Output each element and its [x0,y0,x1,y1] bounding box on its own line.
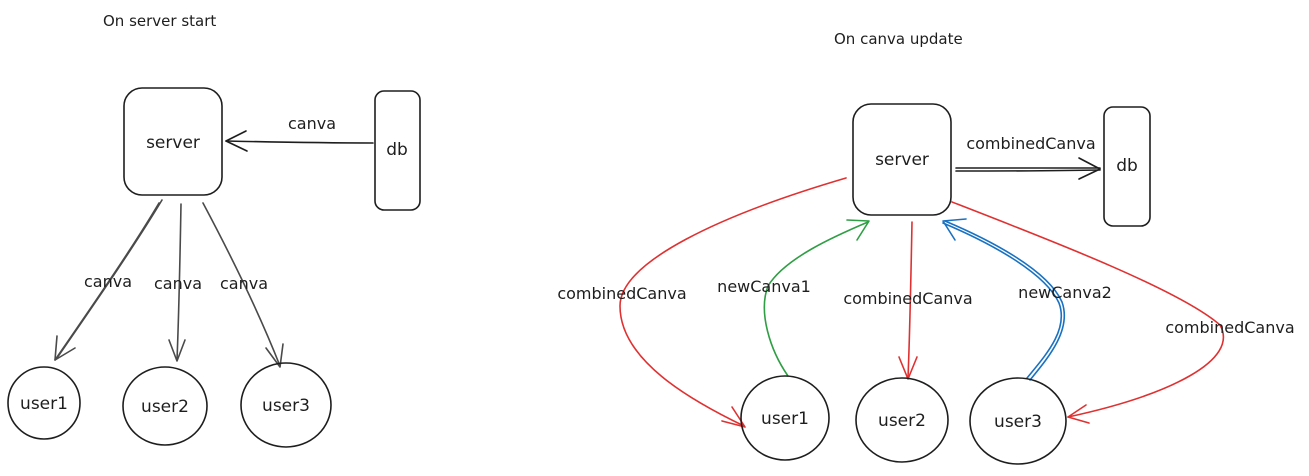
left-user2-label: user2 [141,397,189,417]
left-edge-server-to-user1: canva [54,199,163,361]
left-edge-db-to-server: canva [225,114,374,152]
left-user2-node: user2 [122,366,208,446]
right-user3-node: user3 [969,377,1067,465]
left-server-label: server [146,133,200,153]
right-edge-server-to-db-label: combinedCanva [966,134,1095,153]
left-edge-server-to-user3: canva [202,202,284,368]
right-diagram-title: On canva update [834,30,963,48]
right-edge-user3-to-server-label: newCanva2 [1018,283,1112,302]
right-edge-user1-to-server-label: newCanva1 [717,277,811,296]
right-edge-server-to-user1-label: combinedCanva [557,284,686,303]
right-user1-node: user1 [740,375,830,461]
left-user1-node: user1 [7,366,81,440]
left-edge-server-to-user2: canva [154,203,202,362]
right-edge-user3-to-server: newCanva2 [942,218,1112,381]
right-edge-server-to-user3-label: combinedCanva [1165,318,1294,337]
left-user3-node: user3 [240,362,332,448]
left-edge-server-to-user2-label: canva [154,274,202,293]
right-edge-server-to-user1: combinedCanva [557,177,847,428]
left-edge-server-to-user3-label: canva [220,274,268,293]
left-user3-label: user3 [262,396,310,416]
right-user2-label: user2 [878,411,926,431]
right-user1-label: user1 [761,409,809,429]
left-edge-db-to-server-label: canva [288,114,336,133]
left-db-node: db [374,90,421,211]
right-edge-server-to-user2-label: combinedCanva [843,289,972,308]
right-server-node: server [852,103,952,216]
right-user2-node: user2 [855,377,949,463]
left-diagram-title: On server start [103,12,216,30]
right-edge-server-to-user2: combinedCanva [843,221,973,380]
right-edge-user1-to-server: newCanva1 [717,219,870,377]
right-edge-server-to-user3: combinedCanva [951,201,1295,424]
right-edge-server-to-db: combinedCanva [955,134,1101,180]
right-db-node: db [1103,106,1151,227]
left-server-node: server [123,87,223,196]
left-db-label: db [386,140,408,160]
right-user3-label: user3 [994,412,1042,432]
left-edge-server-to-user1-label: canva [84,272,132,291]
right-db-label: db [1116,156,1138,176]
right-server-label: server [875,150,929,170]
left-user1-label: user1 [20,394,68,414]
